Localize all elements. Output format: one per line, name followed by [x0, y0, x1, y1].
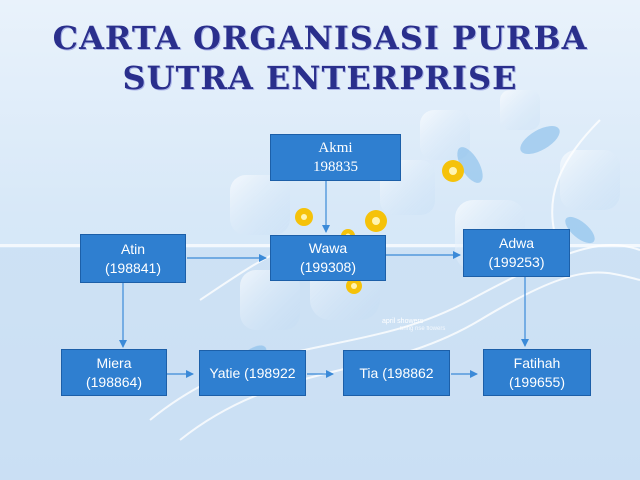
- node-akmi: Akmi 198835: [270, 134, 401, 181]
- node-fatihah: Fatihah (199655): [483, 349, 591, 396]
- title-line-2: Sutra Enterprise: [122, 59, 518, 97]
- node-miera-id: (198864): [85, 373, 143, 390]
- node-atin: Atin (198841): [80, 234, 186, 283]
- background-caption-sub: bring rise flowers: [400, 326, 446, 332]
- flower-icon: [295, 208, 313, 226]
- node-atin-id: (198841): [104, 259, 162, 276]
- node-akmi-id: 198835: [313, 158, 358, 175]
- node-miera: Miera (198864): [61, 349, 167, 396]
- node-tia-label: Tia (198862: [359, 364, 434, 381]
- flower-icon: [442, 160, 464, 182]
- page-title: Carta Organisasi Purba Sutra Enterprise: [40, 18, 600, 98]
- node-wawa: Wawa (199308): [270, 235, 386, 281]
- node-adwa: Adwa (199253): [463, 229, 570, 277]
- node-adwa-id: (199253): [488, 254, 545, 270]
- flower-icon: [365, 210, 387, 232]
- title-line-1: Carta Organisasi Purba: [52, 19, 588, 57]
- node-yatie: Yatie (198922: [199, 350, 306, 396]
- node-akmi-name: Akmi: [318, 139, 353, 156]
- node-wawa-name: Wawa: [308, 240, 348, 256]
- node-miera-name: Miera: [96, 354, 132, 371]
- node-adwa-name: Adwa: [498, 235, 535, 251]
- node-wawa-id: (199308): [299, 259, 357, 275]
- node-fatihah-id: (199655): [508, 373, 566, 390]
- node-yatie-label: Yatie (198922: [209, 364, 296, 381]
- node-tia: Tia (198862: [343, 350, 450, 396]
- background-caption: april showers: [382, 318, 424, 325]
- node-fatihah-name: Fatihah: [513, 354, 561, 371]
- flower-icon: [346, 278, 362, 294]
- node-atin-name: Atin: [120, 240, 146, 257]
